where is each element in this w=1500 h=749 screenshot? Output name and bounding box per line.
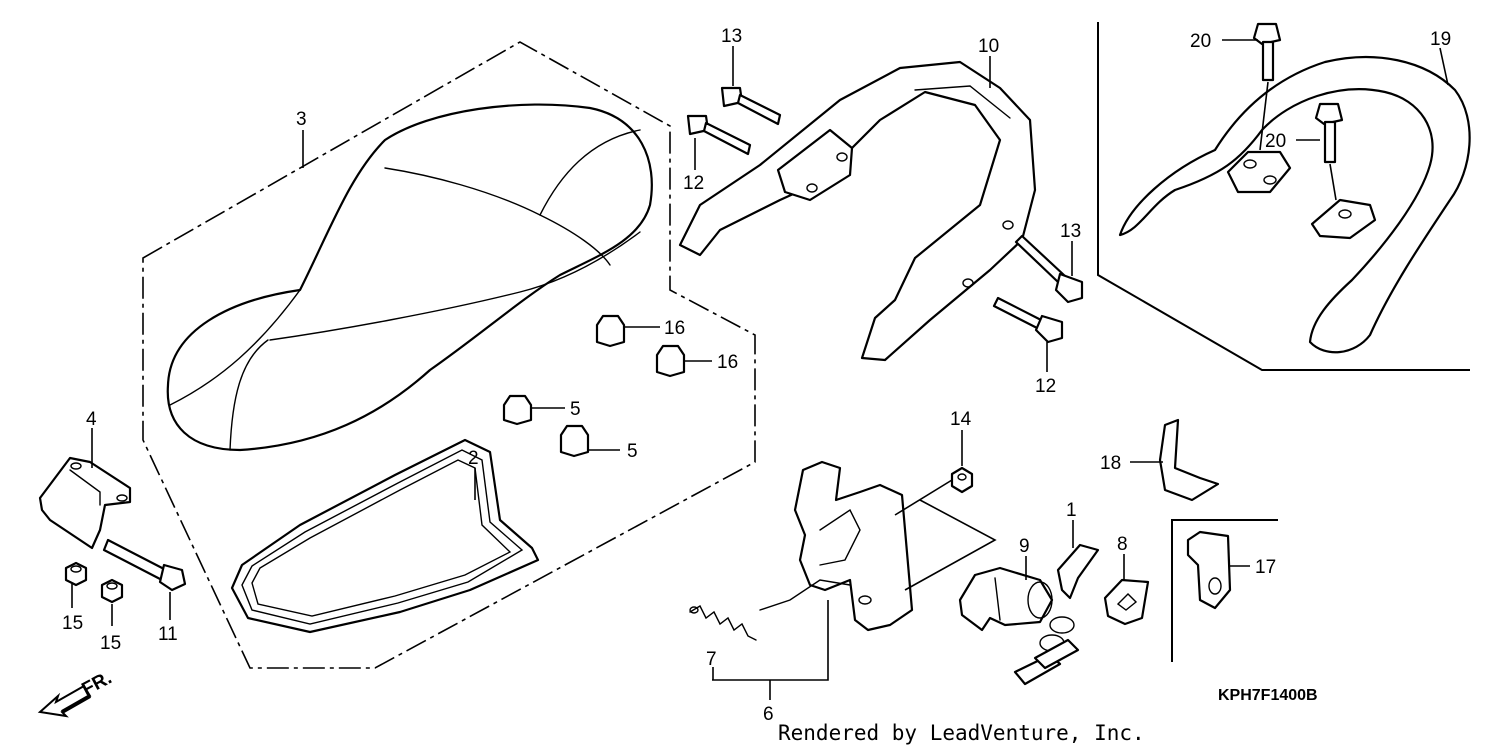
key-cylinder	[958, 566, 1054, 632]
seat-hinge-bracket	[38, 456, 132, 550]
hinge-bolt	[102, 538, 187, 592]
callout-4: 4	[86, 409, 97, 430]
callout-13a: 13	[721, 26, 742, 47]
grab-rail-bolt-left	[686, 114, 752, 156]
leader-lines	[71, 39, 1449, 700]
callout-18: 18	[1100, 453, 1121, 474]
callout-12a: 12	[683, 173, 704, 194]
nut-a	[64, 561, 88, 587]
seat-stopper-a	[595, 314, 626, 348]
callout-15b: 15	[100, 633, 121, 654]
callout-19: 19	[1430, 29, 1451, 50]
seat-group-boundary	[142, 41, 756, 669]
callout-13b: 13	[1060, 221, 1081, 242]
callout-5a: 5	[570, 399, 581, 420]
carrier-bolt-b	[1314, 102, 1344, 164]
grab-rail-bolt-right-a	[1014, 234, 1084, 304]
callout-16a: 16	[664, 318, 685, 339]
callout-2: 2	[468, 448, 479, 469]
nut-b	[100, 578, 124, 604]
seat-gasket	[230, 438, 540, 634]
callout-8: 8	[1117, 534, 1128, 555]
cable-bracket	[1158, 418, 1220, 502]
callout-14: 14	[950, 409, 972, 430]
callout-3: 3	[296, 109, 307, 130]
callout-6: 6	[763, 704, 774, 725]
footer-credit: Rendered by LeadVenture, Inc.	[778, 721, 1145, 745]
carrier-bolt-a	[1252, 22, 1282, 82]
callout-labels: 3 2 4 5 5 16 16 15 15 11 13 12 10 13 12 …	[62, 26, 1451, 725]
lock-nut	[950, 466, 974, 494]
grab-rail-bolt-upper	[720, 86, 782, 126]
callout-9: 9	[1019, 536, 1030, 557]
lock-clip	[1056, 543, 1100, 600]
callout-17: 17	[1255, 557, 1276, 578]
option-bracket-boundary	[1171, 519, 1278, 662]
diagram-code: KPH7F1400B	[1218, 687, 1318, 704]
callout-20b: 20	[1265, 131, 1286, 152]
callout-1: 1	[1066, 500, 1077, 521]
seat	[166, 103, 653, 452]
callout-10: 10	[978, 36, 999, 57]
seat-stopper-b	[655, 344, 686, 378]
lock-spring	[689, 605, 757, 641]
front-direction-arrow: FR.	[37, 668, 115, 718]
seat-cushion-b	[559, 424, 590, 458]
option-grab-rail-boundary	[1097, 22, 1470, 371]
callout-20a: 20	[1190, 31, 1211, 52]
callout-16b: 16	[717, 352, 738, 373]
grab-rail	[678, 60, 1037, 362]
seat-lock-assembly	[759, 460, 914, 632]
grab-rail-bolt-right-b	[992, 296, 1064, 344]
callout-15a: 15	[62, 613, 83, 634]
callout-7: 7	[706, 649, 717, 670]
keys	[1013, 616, 1080, 686]
callout-11: 11	[158, 624, 178, 645]
seat-cushion-a	[502, 394, 533, 426]
rear-carrier-rail	[1118, 56, 1471, 354]
option-bracket	[1186, 530, 1232, 610]
callout-5b: 5	[627, 441, 638, 462]
callout-12b: 12	[1035, 376, 1056, 397]
lock-seal	[1103, 578, 1150, 626]
